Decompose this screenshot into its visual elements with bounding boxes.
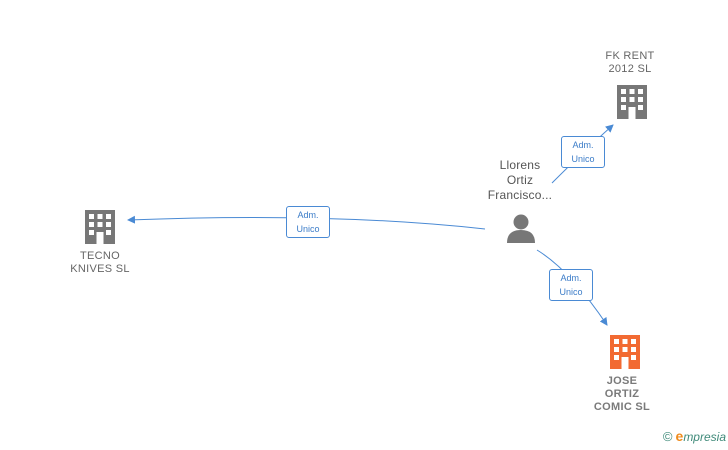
edge-label-line-2: Unico (559, 287, 583, 297)
edge-label-to-tecno[interactable]: Adm. Unico (286, 206, 330, 238)
jose-building-icon[interactable] (610, 335, 640, 369)
fk-rent-building-icon[interactable] (617, 85, 647, 119)
empresia-watermark: ©empresia (663, 428, 726, 444)
person-node-label[interactable]: Llorens Ortiz Francisco... (470, 158, 570, 203)
tecno-name-line-2: KNIVES SL (70, 263, 130, 275)
edge-label-to-fk-rent[interactable]: Adm. Unico (561, 136, 605, 168)
person-name-line-3: Francisco... (487, 188, 553, 202)
tecno-building-icon[interactable] (85, 210, 115, 244)
fk-rent-name-line-2: 2012 SL (608, 63, 652, 75)
copyright-symbol: © (662, 429, 673, 444)
person-name-line-1: Llorens (499, 158, 541, 172)
jose-name-line-1: JOSE (606, 375, 638, 387)
edge-label-to-jose[interactable]: Adm. Unico (549, 269, 593, 301)
fk-rent-node-label[interactable]: FK RENT 2012 SL (585, 50, 675, 76)
edge-label-line-2: Unico (296, 224, 320, 234)
tecno-node-label[interactable]: TECNO KNIVES SL (50, 250, 150, 276)
edge-label-line-1: Adm. (297, 210, 319, 220)
person-icon[interactable] (507, 214, 535, 244)
person-name-line-2: Ortiz (506, 173, 534, 187)
jose-name-line-2: ORTIZ (604, 388, 640, 400)
empresia-logo-initial: e (675, 428, 684, 444)
edge-label-line-1: Adm. (560, 273, 582, 283)
edge-label-line-1: Adm. (572, 140, 594, 150)
jose-name-line-3: COMIC SL (593, 401, 651, 413)
jose-node-label[interactable]: JOSE ORTIZ COMIC SL (572, 375, 672, 414)
tecno-name-line-1: TECNO (80, 250, 120, 262)
empresia-logo-text: mpresia (683, 430, 726, 444)
edge-label-line-2: Unico (571, 154, 595, 164)
fk-rent-name-line-1: FK RENT (605, 50, 655, 62)
